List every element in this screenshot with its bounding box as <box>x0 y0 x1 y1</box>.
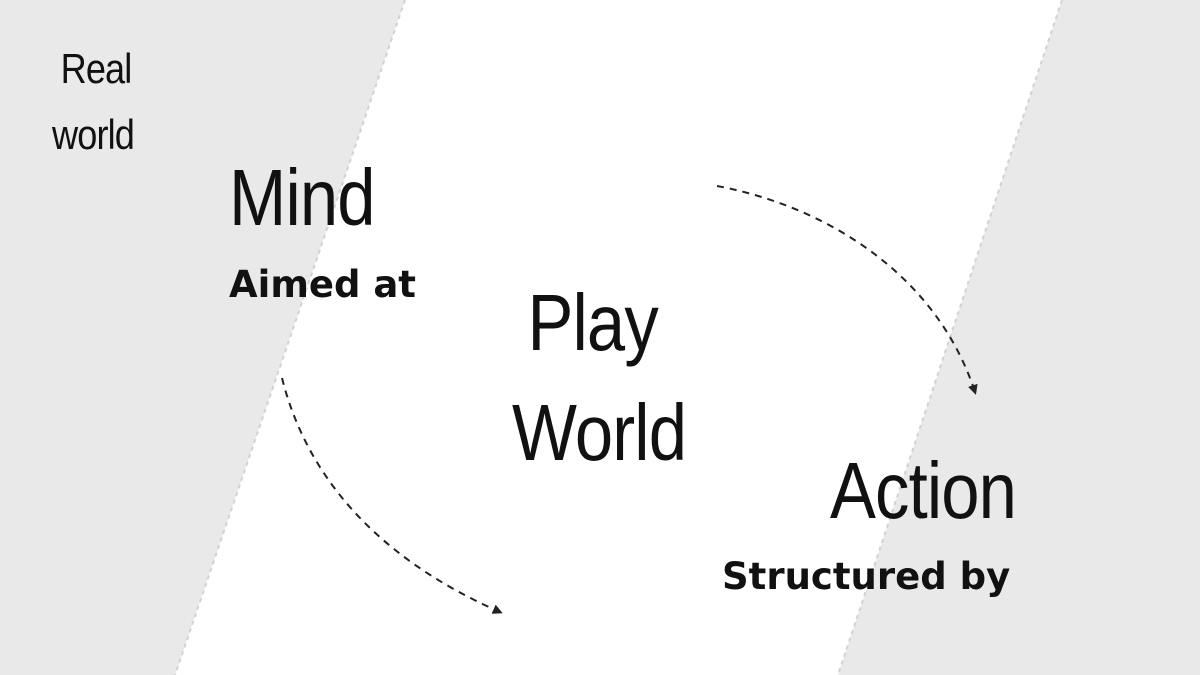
mind-label: Mind <box>229 153 376 242</box>
play-world-line-1: Play <box>527 278 658 367</box>
aimed-at-label: Aimed at <box>229 263 416 306</box>
real-world-line-2: world <box>52 111 135 158</box>
band-edge-left <box>174 0 406 675</box>
real-world-label: Real world <box>52 36 135 168</box>
structured-by-label: Structured by <box>722 555 1011 598</box>
action-label: Action <box>830 446 1017 535</box>
play-world-label: Play World <box>512 268 687 488</box>
real-world-line-1: Real <box>60 45 133 92</box>
play-world-line-2: World <box>512 388 687 477</box>
